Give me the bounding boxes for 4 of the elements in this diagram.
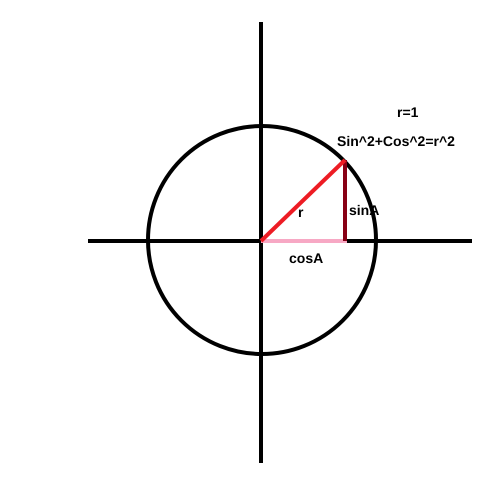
formula-label: r=1 xyxy=(397,104,418,120)
side-label: cosA xyxy=(289,250,324,266)
formula-label: Sin^2+Cos^2=r^2 xyxy=(337,133,455,149)
side-label: r xyxy=(298,204,304,220)
